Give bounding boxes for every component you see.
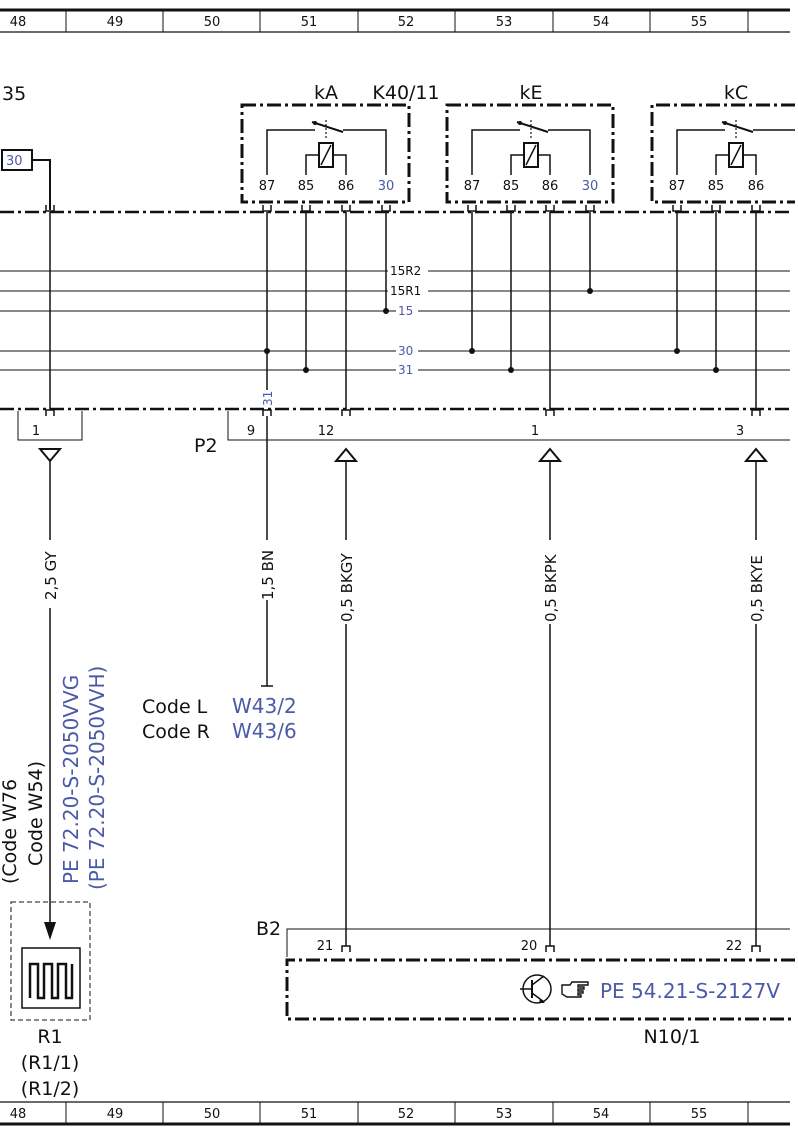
left-cut-label: 35 [2,83,26,105]
wire-label-05bkgy: 0,5 BKGY [338,552,356,622]
ruler-top-49: 49 [107,15,124,30]
connector-p2: 1 9 12 1 3 P2 [17,409,790,457]
b2-pin-21: 21 [317,939,334,954]
ruler-top-50: 50 [204,15,221,30]
r1-sub-1: (R1/1) [21,1052,80,1074]
p2-pin-3: 3 [736,424,744,439]
ruler-top-48: 48 [10,15,27,30]
transistor-icon [520,974,552,1004]
note-code-w76: (Code W76 [0,779,21,884]
relay-kc: 87 85 86 [650,103,795,204]
r1-sub-2: (R1/2) [21,1078,80,1100]
bus-15-label: 15 [398,304,413,318]
ruler-top-54: 54 [593,15,610,30]
component-r1: R1 (R1/1) (R1/2) [10,901,91,1100]
b2-pe-ref[interactable]: PE 54.21-S-2127V [600,979,780,1003]
kc-pin-86: 86 [748,179,765,194]
ruler-top-52: 52 [398,15,415,30]
ruler-bottom-54: 54 [593,1107,610,1122]
ruler-bottom-52: 52 [398,1107,415,1122]
bus-30-label: 30 [398,344,413,358]
ruler-top-55: 55 [691,15,708,30]
heater-element-icon [28,962,74,1000]
ruler-bottom-49: 49 [107,1107,124,1122]
relay-k4011-label: K40/11 [372,82,439,104]
ke-pin-30: 30 [582,179,599,194]
relay-connector-tabs [45,205,761,212]
note-pe-vvh[interactable]: (PE 72.20-S-2050VVH) [85,666,109,890]
ka-pin-87: 87 [259,179,276,194]
p2-pin-12: 12 [318,424,335,439]
ka-pin-30: 30 [378,179,395,194]
arrow-down-r1 [44,922,56,940]
wire-label-25gy: 2,5 GY [42,551,60,600]
ke-pin-85: 85 [503,179,520,194]
ruler-bottom-51: 51 [301,1107,318,1122]
wire-label-05bkpk: 0,5 BKPK [542,553,560,622]
ruler-bottom-55: 55 [691,1107,708,1122]
junction-dots [264,288,719,373]
relay-ke-label: kE [519,82,542,104]
ruler-bottom-50: 50 [204,1107,221,1122]
pointing-hand-icon [561,981,589,998]
relay-ka: 87 85 86 30 [240,103,411,204]
bus-15r2-label: 15R2 [390,264,421,278]
ke-pin-86: 86 [542,179,559,194]
top-ruler: 48 49 50 51 52 53 54 55 [0,8,790,33]
p2-pin-1: 1 [531,424,539,439]
relay-ka-label: kA [314,82,338,104]
ke-pin-87: 87 [464,179,481,194]
p2-label: P2 [194,435,218,457]
code-l-ref[interactable]: W43/2 [232,694,297,718]
note-code-w54: Code W54) [25,761,47,866]
n10-1-label: N10/1 [644,1026,701,1048]
p2-pin-9: 9 [247,424,255,439]
code-l-label: Code L [142,696,208,718]
note-pe-vvg[interactable]: PE 72.20-S-2050VVG [59,675,83,884]
direction-arrows [37,447,769,463]
bus-31-label: 31 [398,363,413,377]
wire-label-15bn: 1,5 BN [259,550,277,600]
ka-pin-86: 86 [338,179,355,194]
component-b2-module: B2 21 20 22 PE 54.21-S-2127V N10/1 [256,918,795,1048]
r1-label: R1 [37,1026,62,1048]
kc-pin-85: 85 [708,179,725,194]
wire-label-05bkye: 0,5 BKYE [748,555,766,622]
code-r-ref[interactable]: W43/6 [232,719,297,743]
b2-pin-20: 20 [521,939,538,954]
ruler-top-53: 53 [496,15,513,30]
b2-label: B2 [256,918,281,940]
bus-15r1-label: 15R1 [390,284,421,298]
lower-wires [49,416,757,946]
relay-wires [49,212,757,410]
code-r-label: Code R [142,721,210,743]
ruler-bottom-48: 48 [10,1107,27,1122]
relay-kc-label: kC [724,82,748,104]
bottom-ruler: 48 49 50 51 52 53 54 55 [0,1101,790,1126]
b2-pin-22: 22 [726,939,743,954]
ruler-bottom-53: 53 [496,1107,513,1122]
ground-tag-31: 31 [261,391,275,406]
ka-pin-85: 85 [298,179,315,194]
p2-pin-left-1: 1 [32,424,40,439]
ruler-top-51: 51 [301,15,318,30]
left-pin-30: 30 [6,154,23,169]
relay-ke: 87 85 86 30 [445,103,615,204]
kc-pin-87: 87 [669,179,686,194]
